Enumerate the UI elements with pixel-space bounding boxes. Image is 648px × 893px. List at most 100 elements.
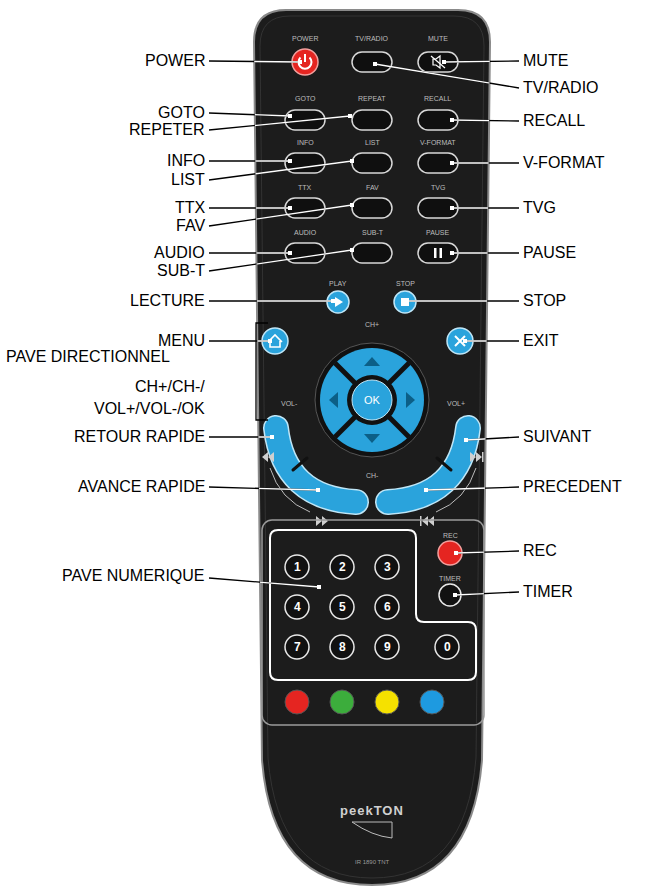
digit-label: 2 [339,561,346,573]
leader-line [209,487,318,490]
leader-line [209,300,333,301]
digit-buttons [375,635,399,659]
leader-line [209,436,272,437]
rec-timer-buttons [438,541,462,606]
button-caption: CH- [366,472,378,479]
play-stop-buttons [327,291,349,313]
leader-line [209,205,352,226]
button-caption: TVG [431,184,445,191]
button-caption: TV/RADIO [355,35,388,42]
leader-line [209,205,352,226]
direction-pad [364,434,380,443]
button-caption: AUDIO [294,229,316,236]
button-caption: REC [443,532,458,539]
top-buttons [285,52,458,263]
pause-icon [434,248,437,258]
top-buttons [418,243,458,263]
callout-label: V-FORMAT [523,155,604,171]
leader-dot [317,585,321,589]
callout-label: REC [523,543,557,559]
leader-dot [350,159,354,163]
leader-line [407,300,519,301]
leader-line [209,578,319,587]
leader-line [209,207,290,208]
leader-line [209,207,290,208]
leader-line [209,160,290,161]
leader-dot [453,593,457,597]
seek-arc-buttons [276,428,468,502]
leader-dot [288,251,292,255]
pad-bracket [256,323,268,420]
leader-dot [405,299,409,303]
direction-pad [364,357,380,366]
leader-line [209,116,350,130]
top-buttons [352,198,392,218]
button-caption: PAUSE [426,229,449,236]
callout-label: MUTE [523,53,568,69]
brand-logo: peekTON [340,804,404,817]
leader-dot [316,488,320,492]
leader-line [465,340,519,341]
digit-label: 0 [444,641,451,653]
top-buttons [352,110,392,130]
leader-line [209,340,270,341]
button-caption: FAV [366,184,379,191]
callout-label: RECALL [523,113,585,129]
digit-label: 8 [339,641,346,653]
color-buttons [285,690,444,714]
digit-buttons [375,555,399,579]
callout-label: PAVE NUMERIQUE [62,568,205,584]
callout-label: GOTO [158,105,205,121]
top-buttons [285,243,325,263]
button-caption: VOL- [281,400,297,407]
top-buttons [418,198,458,218]
leader-lines [209,61,519,595]
callout-label: LIST [171,172,205,188]
button-caption: OK [364,395,380,406]
digit-buttons [330,595,354,619]
leader-line [444,61,519,62]
leader-line [209,250,352,271]
color-buttons [420,690,444,714]
digit-label: 9 [384,641,391,653]
leader-line [455,592,519,595]
leader-line [209,161,352,180]
callout-label: PRECEDENT [523,479,622,495]
leader-dot [450,251,454,255]
leader-dot [450,206,454,210]
leader-line [209,113,290,116]
keypad-panel [262,520,484,725]
callout-label: POWER [145,53,205,69]
leader-dot [350,248,354,252]
leader-dot [331,299,335,303]
seek-symbols [470,452,482,462]
mute-icon [433,56,440,68]
digit-label: 6 [384,601,391,613]
color-buttons [285,690,309,714]
leader-line [375,64,519,88]
seek-arc-buttons [276,428,356,502]
callout-label: LECTURE [130,293,205,309]
button-caption: POWER [292,35,318,42]
digit-buttons [330,555,354,579]
button-caption: TTX [298,184,311,191]
top-buttons [352,153,392,173]
leader-line [452,162,519,163]
digit-buttons [285,635,309,659]
top-buttons [352,52,392,72]
callout-label: CH+/CH-/ [135,379,205,395]
leader-line [209,61,300,62]
button-caption: RECALL [424,95,451,102]
callout-label: VOL+/VOL-/OK [94,401,205,417]
callout-label: MENU [158,333,205,349]
callout-label: RETOUR RAPIDE [74,429,205,445]
color-buttons [330,690,354,714]
direction-pad [335,363,409,437]
leader-line [209,252,290,253]
mute-icon [431,56,445,68]
leader-line [209,578,319,587]
button-caption: VOL+ [447,400,465,407]
top-buttons [285,198,325,218]
digit-label: 1 [294,561,301,573]
leader-dot [288,206,292,210]
